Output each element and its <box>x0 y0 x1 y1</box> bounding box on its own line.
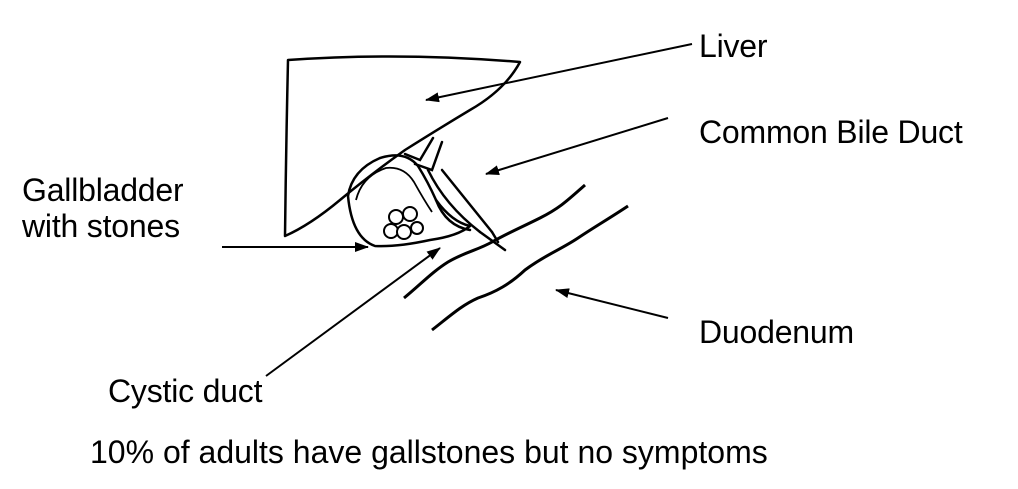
gallbladder-label: Gallbladder with stones <box>22 172 183 238</box>
liver-shape <box>283 55 522 238</box>
gallbladder-inner-outline <box>355 166 433 213</box>
gallbladder-shape <box>346 154 472 248</box>
duodenum-label: Duodenum <box>699 314 854 350</box>
gallbladder-label-line1: Gallbladder <box>22 172 184 208</box>
gallbladder-label-line2: with stones <box>22 208 180 238</box>
cystic-duct-arrow <box>265 247 441 377</box>
caption: 10% of adults have gallstones but no sym… <box>90 434 768 470</box>
cystic-duct-label: Cystic duct <box>108 373 263 409</box>
liver-label: Liver <box>699 28 768 64</box>
gallstones <box>383 206 424 240</box>
pointer-arrows <box>222 43 693 377</box>
duodenum-lower-wall <box>431 204 629 332</box>
common-bile-duct-label: Common Bile Duct <box>699 114 963 150</box>
common-bile-duct-arrow <box>485 117 669 175</box>
duodenum-arrow <box>555 288 669 319</box>
duodenum-upper-wall <box>403 183 586 300</box>
bile-ducts <box>403 136 507 252</box>
liver-arrow <box>425 43 693 103</box>
